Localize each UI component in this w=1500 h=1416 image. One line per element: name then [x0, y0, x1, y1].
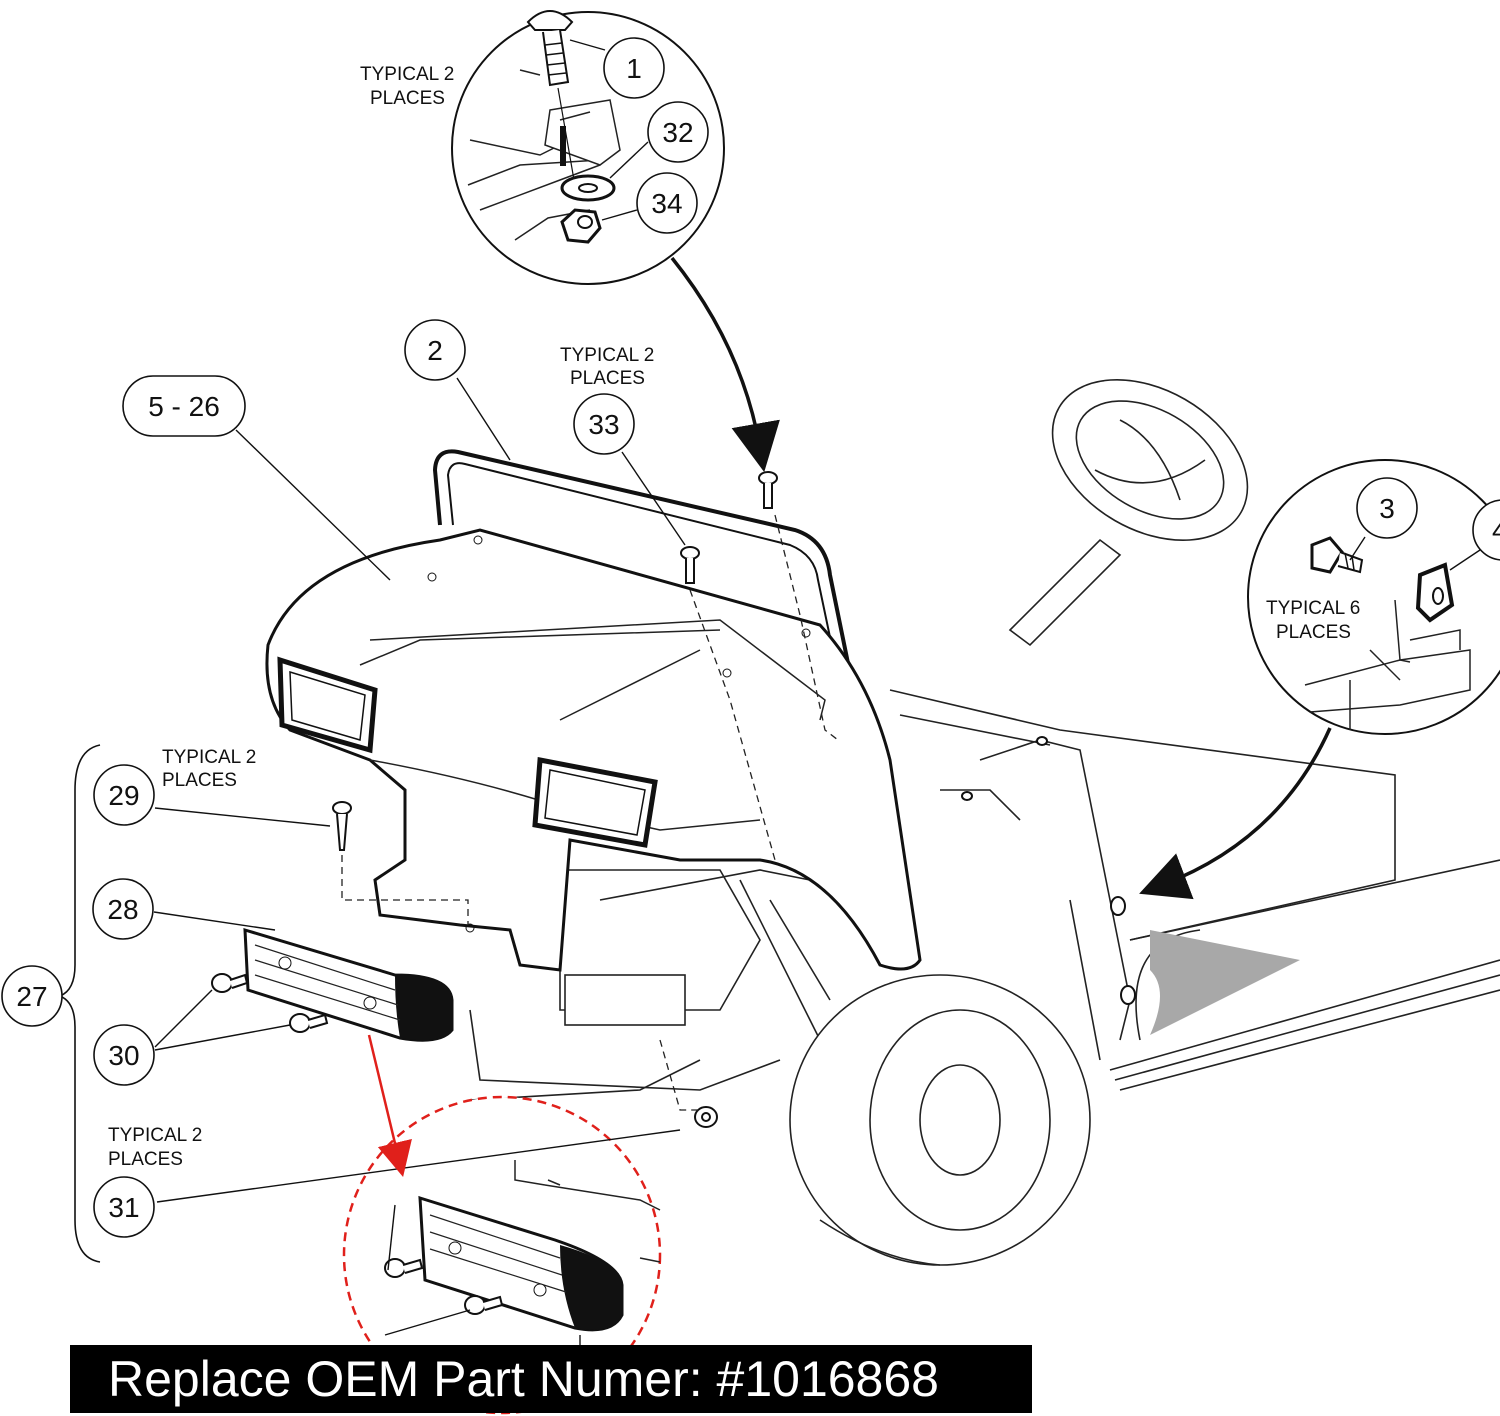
svg-text:PLACES: PLACES [162, 770, 237, 791]
svg-text:34: 34 [651, 188, 682, 219]
detail-circle-bumper-highlight [342, 1095, 662, 1415]
svg-text:32: 32 [662, 117, 693, 148]
cart-body-drawing [469, 379, 1500, 1266]
svg-text:28: 28 [107, 894, 138, 925]
note-windshield: TYPICAL 2 PLACES [560, 345, 654, 389]
front-body-cowl [265, 528, 922, 972]
arrow-highlight [367, 1034, 412, 1178]
svg-text:TYPICAL 2: TYPICAL 2 [162, 747, 256, 768]
note-right: TYPICAL 6 PLACES [1266, 598, 1360, 643]
oem-part-number-banner: Replace OEM Part Numer: #1016868 [70, 1345, 1032, 1413]
svg-text:27: 27 [16, 981, 47, 1012]
leader-lines [153, 39, 1481, 1336]
note-left: TYPICAL 2 PLACES [162, 747, 256, 791]
svg-text:3: 3 [1379, 493, 1395, 524]
callout-4: 4 [1472, 499, 1500, 561]
svg-text:33: 33 [588, 409, 619, 440]
callout-27: 27 [1, 965, 63, 1027]
svg-text:1: 1 [626, 53, 642, 84]
svg-text:PLACES: PLACES [108, 1149, 183, 1170]
callout-5-26: 5 - 26 [122, 375, 246, 437]
svg-text:TYPICAL 2: TYPICAL 2 [560, 345, 654, 366]
svg-text:5 - 26: 5 - 26 [148, 391, 220, 422]
svg-text:PLACES: PLACES [370, 88, 445, 109]
svg-text:TYPICAL 2: TYPICAL 2 [108, 1125, 202, 1146]
svg-text:31: 31 [108, 1192, 139, 1223]
svg-text:TYPICAL 6: TYPICAL 6 [1266, 598, 1360, 619]
group-bracket-27 [57, 744, 101, 1263]
svg-text:4: 4 [1492, 515, 1500, 546]
floor-mat [1150, 930, 1300, 1035]
assembly-dashed-lines [341, 514, 839, 1111]
svg-text:29: 29 [108, 780, 139, 811]
hardware-screws [211, 471, 1136, 1128]
arrow-top-detail [670, 256, 780, 473]
callout-2: 2 [404, 319, 466, 381]
callout-33: 33 [573, 393, 635, 455]
callout-34: 34 [636, 172, 698, 234]
callout-30: 30 [93, 1024, 155, 1086]
callout-3: 3 [1356, 477, 1418, 539]
callout-28: 28 [92, 878, 154, 940]
svg-text:30: 30 [108, 1040, 139, 1071]
svg-text:2: 2 [427, 335, 443, 366]
front-bumper [243, 927, 454, 1042]
note-bottom: TYPICAL 2 PLACES [108, 1125, 202, 1170]
callout-31: 31 [93, 1176, 155, 1238]
detail-circle-right [1247, 459, 1500, 735]
note-top: TYPICAL 2 PLACES [360, 64, 454, 109]
svg-text:PLACES: PLACES [570, 368, 645, 389]
callout-29: 29 [93, 764, 155, 826]
svg-text:TYPICAL 2: TYPICAL 2 [360, 64, 454, 85]
callout-32: 32 [647, 101, 709, 163]
callout-1: 1 [603, 37, 665, 99]
arrow-right-detail [1139, 727, 1332, 900]
svg-text:PLACES: PLACES [1276, 622, 1351, 643]
